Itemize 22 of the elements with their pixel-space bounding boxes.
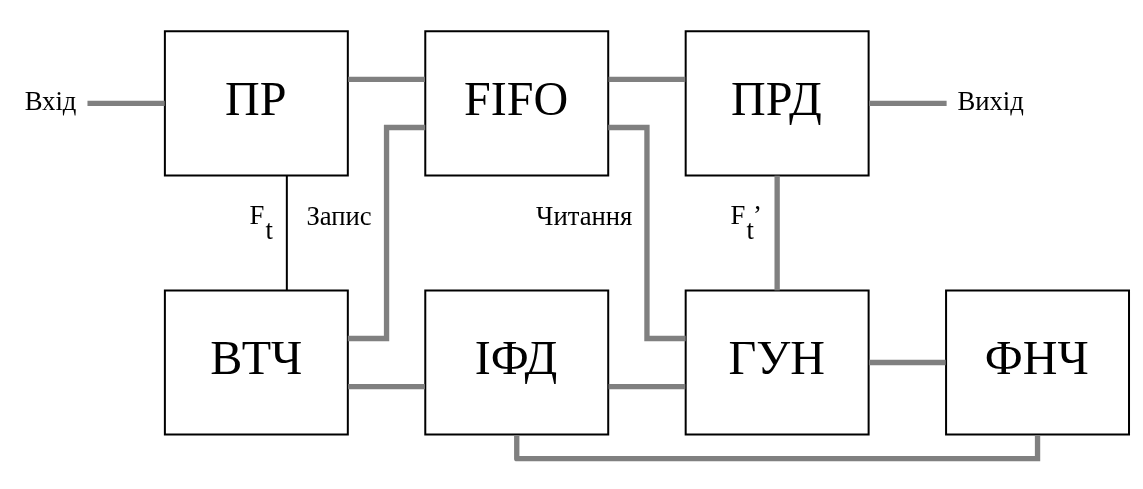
node-box: ГУН: [684, 288, 870, 436]
connector: [608, 124, 686, 341]
connector: [348, 76, 425, 82]
node-box: ПРД: [684, 29, 870, 177]
connector: [608, 383, 686, 389]
connector: [87, 100, 165, 106]
connector: [774, 175, 780, 290]
connector: [869, 100, 947, 106]
node-box: ІФД: [424, 288, 610, 436]
connector: [347, 124, 426, 341]
connector: [608, 76, 686, 82]
node-text: Вхід: [24, 85, 77, 116]
node-box: FIFO: [424, 29, 610, 177]
connector: [868, 359, 946, 365]
edge-label: Запис: [306, 200, 372, 231]
node-box: ВТЧ: [163, 288, 349, 436]
node-box: ПР: [163, 29, 349, 177]
node-box: ФНЧ: [945, 288, 1130, 436]
edge-label: Читання: [536, 200, 633, 231]
connector: [285, 174, 288, 291]
node-text: Вихід: [957, 85, 1024, 116]
connector: [348, 383, 425, 389]
